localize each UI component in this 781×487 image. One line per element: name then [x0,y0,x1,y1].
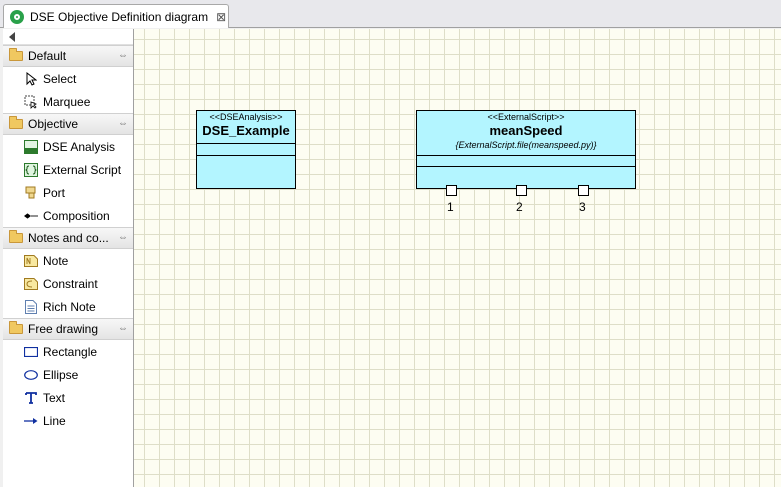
drawer-label: Objective [28,117,79,131]
port-label: 2 [516,200,523,214]
drawer-default[interactable]: Default ⇔ [3,45,133,67]
folder-open-icon [9,48,23,61]
drawer-free-drawing[interactable]: Free drawing ⇔ [3,318,133,340]
text-tool-icon [24,391,38,405]
line-arrow-icon [24,414,38,428]
folder-open-icon [9,116,23,129]
block-stereotype: <<ExternalScript>> [487,112,565,122]
ellipse-icon [24,368,38,382]
pin-icon[interactable]: ⇔ [118,323,128,334]
block-property: {ExternalScript.file(meanspeed.py)} [455,140,597,150]
drawer-label: Free drawing [28,322,99,336]
palette-item-rich-note[interactable]: Rich Note [3,295,133,318]
drawer-notes-and-constraints[interactable]: Notes and co... ⇔ [3,227,133,249]
rectangle-icon [24,345,38,359]
tab-dse-objective-diagram[interactable]: DSE Objective Definition diagram ⊠ [3,4,229,28]
block-separator [417,166,635,167]
triangle-left-icon [9,31,15,42]
marquee-icon [24,95,38,109]
palette-item-label: Select [43,71,77,86]
palette-item-note[interactable]: Note [3,249,133,272]
block-stereotype: <<DSEAnalysis>> [209,112,283,122]
pin-icon[interactable]: ⇔ [118,50,128,61]
port-icon [24,186,38,200]
palette-item-label: Rich Note [43,299,96,314]
constraint-icon [24,277,38,291]
block-separator [417,155,635,156]
palette-item-label: External Script [43,162,122,177]
block-name: meanSpeed [489,123,563,138]
palette-item-external-script[interactable]: External Script [3,158,133,181]
palette-item-port[interactable]: Port [3,181,133,204]
tab-title: DSE Objective Definition diagram [30,9,209,24]
folder-open-icon [9,230,23,243]
drawer-label: Notes and co... [28,231,109,245]
note-icon [24,254,38,268]
palette: Default ⇔ Select Marquee Objective ⇔ DSE… [3,29,134,487]
pin-icon[interactable]: ⇔ [118,232,128,243]
block-separator [197,143,295,144]
port-3[interactable] [578,185,589,196]
palette-item-line[interactable]: Line [3,409,133,432]
drawer-objective[interactable]: Objective ⇔ [3,113,133,135]
palette-item-composition[interactable]: Composition [3,204,133,227]
palette-item-label: Ellipse [43,367,79,382]
composition-icon [24,209,38,223]
block-separator [197,155,295,156]
palette-item-text[interactable]: Text [3,386,133,409]
palette-item-select[interactable]: Select [3,67,133,90]
palette-item-dse-analysis[interactable]: DSE Analysis [3,135,133,158]
dse-analysis-block[interactable]: <<DSEAnalysis>> DSE_Example [196,110,296,189]
palette-item-label: Line [43,413,66,428]
palette-item-label: Rectangle [43,344,98,359]
palette-item-label: Marquee [43,94,91,109]
palette-item-ellipse[interactable]: Ellipse [3,363,133,386]
pin-icon[interactable]: ⇔ [118,118,128,129]
close-icon[interactable]: ⊠ [216,9,227,24]
external-script-block[interactable]: <<ExternalScript>> meanSpeed {ExternalSc… [416,110,636,189]
arrow-cursor-icon [24,71,38,86]
diagram-canvas[interactable]: <<DSEAnalysis>> DSE_Example <<ExternalSc… [134,29,781,487]
palette-item-label: Note [43,253,69,268]
external-script-icon [24,162,38,177]
drawer-label: Default [28,49,67,63]
palette-item-label: Port [43,185,66,200]
port-label: 1 [447,200,454,214]
rich-note-icon [24,299,38,314]
palette-item-label: DSE Analysis [43,139,116,154]
port-1[interactable] [446,185,457,196]
palette-item-constraint[interactable]: Constraint [3,272,133,295]
palette-item-marquee[interactable]: Marquee [3,90,133,113]
port-2[interactable] [516,185,527,196]
palette-item-rectangle[interactable]: Rectangle [3,340,133,363]
editor-tabbar: DSE Objective Definition diagram ⊠ [0,0,781,28]
port-label: 3 [579,200,586,214]
palette-item-label: Text [43,390,66,405]
folder-open-icon [9,321,23,334]
palette-collapse-button[interactable] [3,29,133,45]
palette-item-label: Composition [43,208,110,223]
palette-item-label: Constraint [43,276,98,291]
dse-analysis-icon [24,139,38,154]
block-name: DSE_Example [202,123,290,138]
diagram-icon [10,9,24,24]
